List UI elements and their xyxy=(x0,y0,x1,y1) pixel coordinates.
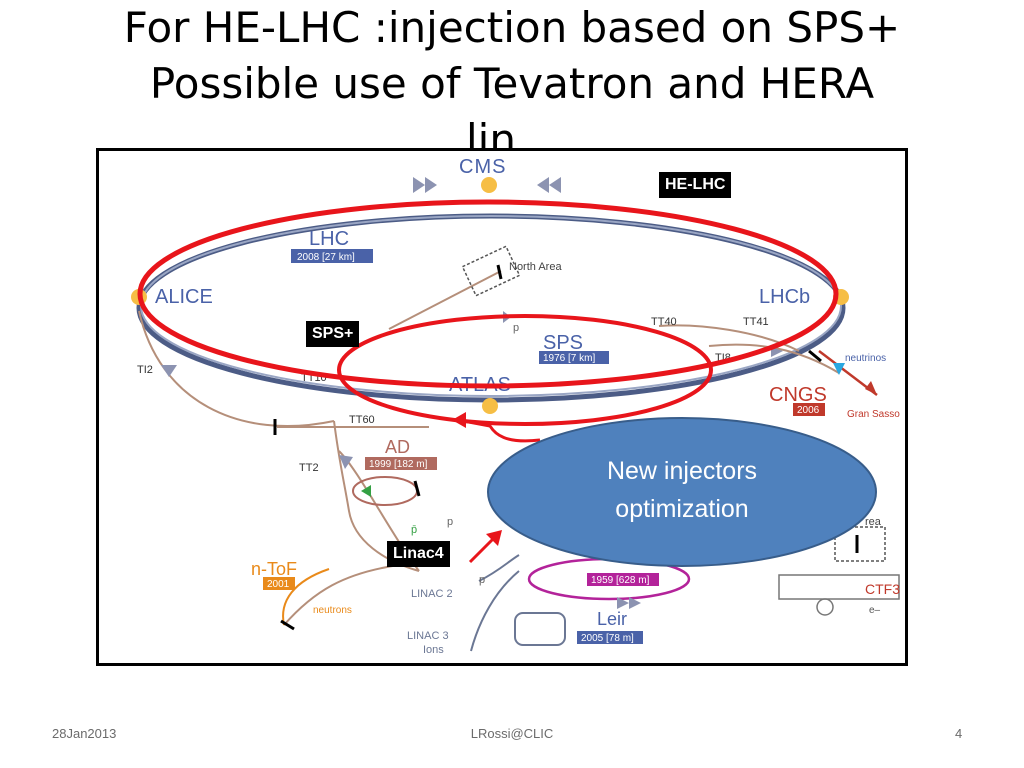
electron-label: e– xyxy=(869,605,881,616)
linac2-line xyxy=(478,554,520,582)
atlas-label: ATLAS xyxy=(449,374,511,396)
title-line-2: Possible use of Tevatron and HERA xyxy=(149,59,875,108)
footer-author: LRossi@CLIC xyxy=(470,726,554,741)
sps-year-label: 1976 [7 km] xyxy=(543,353,595,364)
he-lhc-tag: HE-LHC xyxy=(659,172,732,198)
accelerator-complex-diagram: CMS LHC 2008 [27 km] North Area ALICE LH… xyxy=(96,148,908,666)
gran-sasso-label: Gran Sasso xyxy=(847,409,900,420)
leir-year-box xyxy=(577,631,643,644)
cngs-year-label: 2006 xyxy=(797,405,820,416)
linac3-label: LINAC 3 xyxy=(407,630,449,642)
ntof-target xyxy=(280,619,295,631)
lhc-year-label: 2008 [27 km] xyxy=(297,252,355,263)
cngs-label: CNGS xyxy=(769,384,827,406)
lhc-label: LHC xyxy=(309,228,349,250)
tt2-label: TT2 xyxy=(299,462,319,474)
ntof-line xyxy=(283,564,400,626)
linac2-label: LINAC 2 xyxy=(411,588,453,600)
ti2-label: TI2 xyxy=(137,364,153,376)
lhcb-label: LHCb xyxy=(759,286,810,308)
tt60-label: TT60 xyxy=(349,414,375,426)
linac3-line xyxy=(470,570,520,652)
footer-date: 28Jan2013 xyxy=(52,726,117,741)
cms-label: CMS xyxy=(459,156,506,178)
alice-label: ALICE xyxy=(155,286,213,308)
area-box-right xyxy=(834,526,886,562)
sps-arrow xyxy=(503,311,511,323)
tt2-arrow xyxy=(339,455,353,469)
callout-line-2: optimization xyxy=(615,495,749,523)
ions-label: Ions xyxy=(423,644,444,656)
cms-point xyxy=(481,177,497,193)
cms-arrow-right xyxy=(537,177,561,193)
ad-label: AD xyxy=(385,437,410,457)
callout-line-1: New injectors xyxy=(606,457,758,485)
neutrons-label: neutrons xyxy=(313,605,352,616)
ps-arrow xyxy=(617,597,641,609)
lhc-ring xyxy=(136,213,846,403)
tt40-label: TT40 xyxy=(651,316,677,328)
ti2-arrow xyxy=(161,365,177,377)
callout-text: New injectors optimization xyxy=(486,452,878,528)
ps-year-label: 1959 [628 m] xyxy=(591,575,650,586)
ti8-label: TI8 xyxy=(715,352,731,364)
ntof-label: n-ToF xyxy=(251,559,297,579)
ad-arrow xyxy=(361,485,371,497)
ctf3-ring xyxy=(816,598,834,616)
neutron-line xyxy=(282,568,330,626)
neutrino-arrowhead xyxy=(865,381,877,395)
north-area-target xyxy=(496,264,503,280)
ad-p-label: p xyxy=(447,516,453,528)
north-area-label: North Area xyxy=(509,261,562,273)
lhcb-point xyxy=(833,289,849,305)
leir-year-label: 2005 [78 m] xyxy=(581,633,634,644)
ntof-year-label: 2001 xyxy=(267,579,290,590)
north-area-line xyxy=(388,270,502,330)
ctf3-label: CTF3 xyxy=(865,581,900,597)
sps-label: SPS xyxy=(543,332,583,354)
neutrinos-label: neutrinos xyxy=(845,353,886,364)
page-number: 4 xyxy=(955,726,963,741)
tt41-label: TT41 xyxy=(743,316,769,328)
tt10-label: TT10 xyxy=(301,372,327,384)
ctf3-box xyxy=(778,574,900,600)
ad-year-label: 1999 [182 m] xyxy=(369,459,428,470)
ntof-year-box xyxy=(263,577,295,590)
atlas-point xyxy=(482,398,498,414)
tt40-line xyxy=(658,324,800,352)
diagram-svg: CMS LHC 2008 [27 km] North Area ALICE LH… xyxy=(131,156,900,656)
linac-p-label: p xyxy=(479,574,485,586)
title-line-1: For HE-LHC :injection based on SPS+ xyxy=(123,3,901,52)
slide-title: For HE-LHC :injection based on SPS+ Poss… xyxy=(0,0,1024,148)
area-right-label: rea xyxy=(865,516,882,528)
ad-year-box xyxy=(365,457,437,470)
linac4-tag: Linac4 xyxy=(387,541,450,567)
cngs-year-box xyxy=(793,403,825,416)
ps-year-box xyxy=(587,573,659,586)
title-line-3: lin… xyxy=(466,115,558,148)
alice-point xyxy=(131,289,147,305)
sps-plus-tag: SPS+ xyxy=(306,321,360,347)
cms-arrow-left xyxy=(413,177,437,193)
leir-ring xyxy=(514,612,566,646)
leir-label: Leir xyxy=(597,609,627,629)
pbar-label: p̄ xyxy=(411,524,417,536)
ad-target xyxy=(413,480,421,497)
sps-p-label: p xyxy=(513,322,519,334)
